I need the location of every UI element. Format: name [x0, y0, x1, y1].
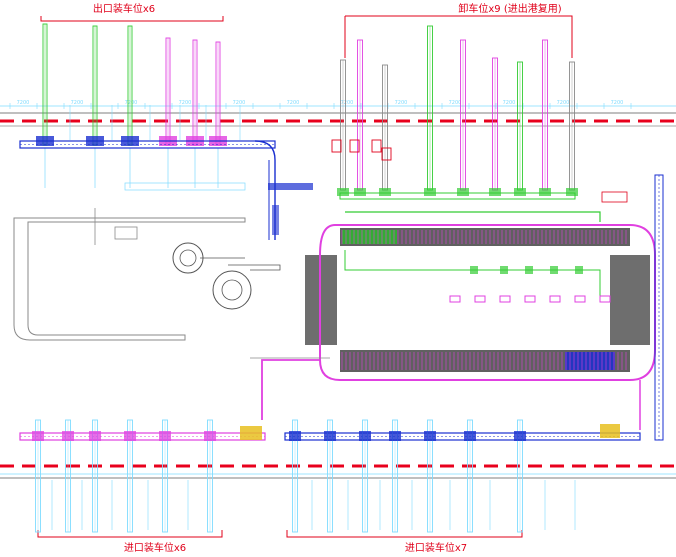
import-right-dock-door [289, 431, 301, 441]
main-sorter-loop [305, 224, 656, 381]
sorter-chute-output [574, 295, 586, 303]
right-return-conveyor [601, 174, 664, 441]
import-right-dock-door [324, 431, 336, 441]
unloading-vehicle-icon [349, 139, 360, 153]
dimension-label: 7200 [125, 100, 138, 106]
import-right-bracket [286, 530, 523, 538]
unloading-dock-door [337, 188, 349, 196]
dimension-label: 7200 [287, 100, 300, 106]
import-right-dock-door [464, 431, 476, 441]
transfer-conveyor [250, 357, 330, 420]
unloading-label: 卸车位x9 (进出港复用) [458, 2, 561, 15]
export-loading-spurs [36, 23, 246, 191]
dimension-label: 7200 [17, 100, 30, 106]
sorter-chute [575, 266, 583, 274]
unloading-dock-door [379, 188, 391, 196]
left-loop-conveyor [13, 183, 313, 341]
dimension-label: 7200 [557, 100, 570, 106]
unloading-dock-door [489, 188, 501, 196]
import-left-dock-door [159, 431, 171, 441]
unloading-vehicle-icon [381, 147, 392, 161]
sorter-chutes [344, 211, 611, 303]
unloading-spurs [331, 25, 578, 200]
unloading-dock-door [566, 188, 578, 196]
import-left-dock-door [204, 431, 216, 441]
import-left-dock-door [124, 431, 136, 441]
dimension-label: 7200 [503, 100, 516, 106]
sorter-chute-output [499, 295, 511, 303]
unloading-label-group: 卸车位x9 (进出港复用) [344, 2, 573, 58]
import-left-dock-door [32, 431, 44, 441]
import-loading-left-label: 进口装车位x6 [124, 541, 186, 554]
unloading-dock-door [354, 188, 366, 196]
unloading-dock-door [424, 188, 436, 196]
dimension-label: 7200 [233, 100, 246, 106]
sorter-chute [500, 266, 508, 274]
dimension-label: 7200 [71, 100, 84, 106]
sorter-chute-output [549, 295, 561, 303]
sorter-chute [470, 266, 478, 274]
dimension-label: 7200 [341, 100, 354, 106]
import-left-conveyor [19, 426, 266, 441]
import-left-bracket [37, 530, 223, 538]
export-loading-label: 出口装车位x6 [93, 2, 155, 15]
sorter-chute-output [474, 295, 486, 303]
top-dimension-line: 7200 7200 7200 7200 7200 7200 7200 7200 7200 7200… [0, 100, 676, 109]
import-right-dock-door [514, 431, 526, 441]
import-right-label-group: 进口装车位x7 [286, 530, 523, 554]
unloading-dock-door [539, 188, 551, 196]
unloading-bracket [344, 15, 573, 58]
dimension-label: 7200 [449, 100, 462, 106]
unloading-vehicle-icon [331, 139, 342, 153]
export-bracket [40, 16, 224, 22]
import-right-conveyor [284, 424, 641, 441]
dimension-label: 7200 [179, 100, 192, 106]
import-left-dock-door [62, 431, 74, 441]
sorter-chute [525, 266, 533, 274]
import-right-spurs [289, 419, 576, 533]
spiral-conveyors [172, 242, 281, 310]
unloading-dock-door [514, 188, 526, 196]
import-right-dock-door [359, 431, 371, 441]
import-left-spurs [32, 419, 216, 533]
sorter-chute-output [449, 295, 461, 303]
sorter-chute [550, 266, 558, 274]
sorter-chute-output [524, 295, 536, 303]
export-loading-label-group: 出口装车位x6 [40, 2, 224, 22]
unloading-vehicle-icon [371, 139, 382, 153]
import-right-dock-door [424, 431, 436, 441]
unloading-dock-door [457, 188, 469, 196]
import-loading-right-label: 进口装车位x7 [405, 541, 467, 554]
dimension-label: 7200 [395, 100, 408, 106]
import-right-dock-door [389, 431, 401, 441]
import-left-label-group: 进口装车位x6 [37, 530, 223, 554]
export-main-conveyor [19, 140, 276, 240]
bottom-dock-line [0, 464, 676, 479]
import-left-dock-door [89, 431, 101, 441]
top-dock-line [0, 112, 676, 127]
sorter-chute-output [599, 295, 611, 303]
dimension-label: 7200 [611, 100, 624, 106]
